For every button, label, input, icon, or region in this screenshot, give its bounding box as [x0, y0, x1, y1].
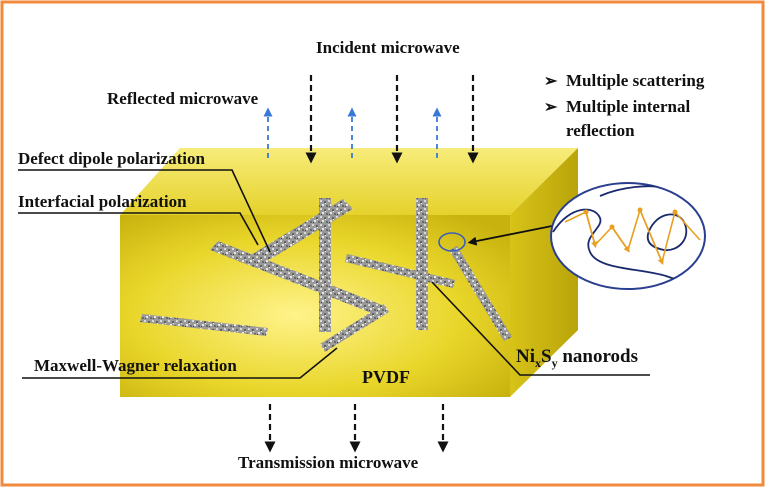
pvdf-label: PVDF — [362, 367, 410, 387]
bullet-reflection: reflection — [566, 121, 635, 140]
nanorod-right — [449, 246, 512, 341]
mechanism-bullets: ➢ Multiple scattering ➢ Multiple interna… — [544, 71, 705, 140]
leader-nanorods — [431, 281, 650, 376]
nanorod-vertical-right — [416, 198, 428, 330]
transmission-label: Transmission microwave — [238, 453, 419, 472]
bullet-multiple-internal: Multiple internal — [566, 97, 690, 116]
leader-interfacial — [18, 212, 259, 246]
bullet-marker-1: ➢ — [544, 73, 558, 90]
nanorod-lower-mid — [320, 304, 389, 352]
incident-label: Incident microwave — [316, 38, 460, 57]
maxwell-wagner-label: Maxwell-Wagner relaxation — [34, 356, 237, 375]
inset-magnified-view — [550, 182, 706, 290]
reflected-arrows — [263, 107, 442, 158]
defect-dipole-label: Defect dipole polarization — [18, 149, 206, 168]
bullet-multiple-scattering: Multiple scattering — [566, 71, 705, 90]
nanorod-lower-left — [140, 314, 268, 336]
reflected-label: Reflected microwave — [107, 89, 259, 108]
block-top-face — [120, 148, 578, 215]
interfacial-label: Interfacial polarization — [18, 192, 187, 211]
inset-particle — [646, 213, 688, 251]
transmission-arrows — [264, 404, 449, 453]
nanorods-label: NixSy nanorods — [516, 346, 638, 370]
nanorod-diag-up — [249, 199, 353, 266]
zoom-arrow — [467, 225, 553, 246]
incident-arrows — [305, 75, 479, 164]
bullet-marker-2: ➢ — [544, 99, 558, 116]
nanorod-horizontal — [345, 254, 455, 288]
nanorod-vertical-left — [319, 198, 331, 332]
zoom-marker — [438, 232, 466, 252]
leader-maxwell-wagner — [22, 347, 338, 379]
nanorods-group — [140, 198, 512, 352]
leader-defect-dipole — [18, 169, 271, 253]
leader-lines — [18, 169, 650, 379]
